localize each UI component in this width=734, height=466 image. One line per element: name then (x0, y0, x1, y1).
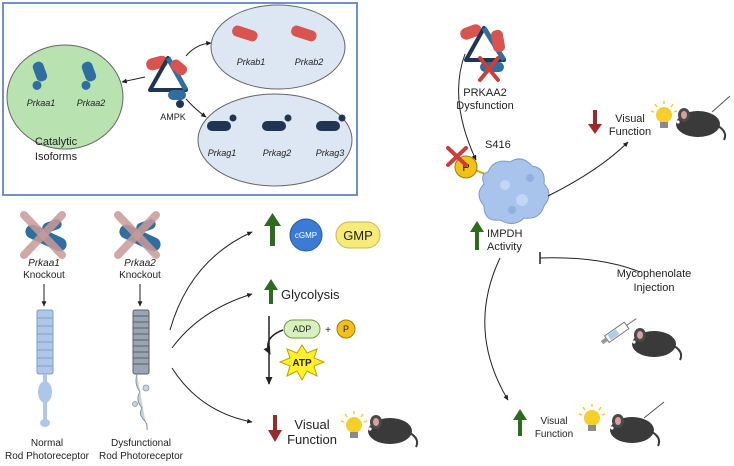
atp-label: ATP (292, 358, 312, 369)
arrow-impdh-to-visual-top (547, 141, 629, 197)
arrow-to-visual-function (171, 367, 253, 424)
impdh-activity-line1: IMPDH (487, 228, 523, 240)
visual-function-mid-line2: Function (287, 432, 337, 447)
gene-prkag3: Prkag3 (316, 148, 345, 158)
normal-rod-line1: Normal (31, 438, 63, 449)
gamma-isoforms-oval (197, 93, 353, 187)
adp-label: ADP (293, 324, 312, 334)
prkaa2-dysfunction-line1: PRKAA2 (463, 87, 506, 99)
prkaa1-knockout-icon (20, 211, 67, 259)
gene-prkag2: Prkag2 (263, 148, 292, 158)
cgmp-up-arrow-icon (264, 213, 281, 246)
knockout2-label: Knockout (119, 270, 161, 281)
arrow-dysfunction-to-impdh (458, 53, 477, 161)
mouse-icon-mid (367, 414, 419, 448)
mouse-icon-injection (631, 327, 683, 361)
visual-function-top-down-arrow-icon (588, 110, 602, 134)
adp-pill (283, 319, 321, 339)
dysfunctional-rod-line1: Dysfunctional (111, 438, 171, 449)
prkaa2-knockout-icon (114, 211, 161, 259)
catalytic-caption-line1: Catalytic (35, 136, 78, 148)
visual-function-mid-line1: Visual (294, 417, 329, 432)
gene-prkab1: Prkab1 (237, 57, 266, 67)
knockout1-gene: Prkaa1 (28, 258, 60, 269)
electrode-icon-bottom (643, 401, 665, 419)
normal-rod-line2: Rod Photoreceptor (5, 451, 90, 462)
gene-prkaa1: Prkaa1 (27, 98, 56, 108)
beta-isoforms-oval (210, 4, 346, 90)
ampk-complex-icon (146, 55, 189, 108)
mouse-icon-bottom (609, 413, 661, 447)
atp-conversion-arrow (263, 329, 284, 355)
prkaa1-subunit-icon (32, 61, 48, 90)
ampk-label: AMPK (160, 112, 186, 122)
mycophenolate-line2: Injection (634, 282, 675, 294)
cgmp-circle (289, 218, 323, 252)
lightbulb-icon-bottom (578, 403, 606, 432)
mycophenolate-inhibition-line (539, 257, 641, 273)
phosphate-label: P (343, 324, 349, 334)
arrow-to-glycolysis (171, 293, 253, 349)
prkaa2-subunit-icon (81, 61, 97, 90)
prkag3-subunit-icon (316, 114, 346, 131)
gene-prkaa2: Prkaa2 (77, 98, 106, 108)
impdh-activity-line2: Activity (487, 241, 522, 253)
glycolysis-label: Glycolysis (281, 287, 340, 302)
cgmp-label: cGMP (295, 231, 317, 240)
gmp-pill (335, 221, 381, 249)
dysfunctional-rod-photoreceptor-icon (132, 309, 150, 431)
impdh-phosphate-label: P (462, 162, 469, 174)
catalytic-isoforms-circle (6, 44, 124, 150)
prkag2-subunit-icon (262, 114, 292, 131)
arrow-to-gamma (185, 98, 207, 118)
prkab2-subunit-icon (291, 25, 317, 42)
gene-prkag1: Prkag1 (208, 148, 237, 158)
phosphorylation-blocked-cross-icon (446, 146, 468, 167)
visual-function-top-line2: Function (609, 126, 651, 138)
impdh-up-arrow-icon (470, 221, 484, 250)
arrow-to-beta (185, 40, 212, 57)
impdh-protein-icon (478, 158, 550, 224)
gene-prkab2: Prkab2 (295, 57, 324, 67)
catalytic-caption-line2: Isoforms (35, 151, 78, 163)
visual-function-top-line1: Visual (615, 113, 645, 125)
mycophenolate-line1: Mycophenolate (617, 268, 692, 280)
phosphate-circle (336, 319, 356, 339)
electrode-icon-top (711, 95, 731, 113)
knockout2-gene: Prkaa2 (124, 258, 156, 269)
prkaa2-dysfunction-line2: Dysfunction (456, 100, 513, 112)
normal-rod-photoreceptor-icon (36, 309, 54, 427)
prkag1-subunit-icon (207, 114, 237, 131)
lightbulb-icon-top (650, 100, 678, 129)
glycolysis-up-arrow-icon (264, 279, 278, 304)
mouse-icon-top (675, 107, 727, 141)
s416-label: S416 (485, 139, 511, 151)
visual-function-down-arrow-icon (268, 415, 282, 442)
arrow-to-catalytic (121, 76, 146, 84)
visual-function-bottom-up-arrow-icon (513, 409, 527, 436)
lightbulb-icon-mid (340, 410, 368, 439)
arrow-to-cgmp (169, 231, 253, 331)
gmp-label: GMP (343, 228, 373, 243)
visual-function-bottom-line1: Visual (540, 416, 567, 427)
atp-burst-icon (278, 344, 326, 382)
arrow-impdh-to-visual-bottom (484, 257, 509, 401)
plus-label: + (325, 325, 331, 336)
dysfunctional-rod-line2: Rod Photoreceptor (99, 451, 184, 462)
prkaa2-dysfunction-complex-icon (460, 24, 507, 82)
knockout1-label: Knockout (23, 270, 65, 281)
visual-function-bottom-line2: Function (535, 429, 573, 440)
prkab1-subunit-icon (232, 25, 258, 42)
syringe-icon (600, 318, 637, 345)
